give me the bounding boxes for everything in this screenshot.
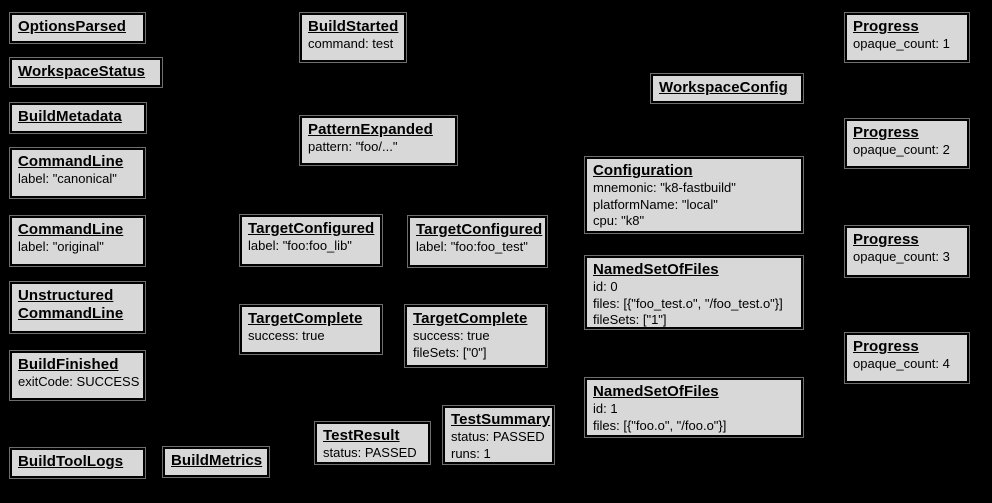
node-property: opaque_count: 2 [853, 142, 950, 157]
node-property: fileSets: ["0"] [413, 344, 487, 360]
node-title: Progress [853, 338, 919, 355]
node-title: NamedSetOfFiles [593, 261, 719, 278]
node-title: TargetComplete [413, 310, 528, 327]
node-title: BuildMetadata [18, 108, 122, 125]
node-options-parsed: OptionsParsed [10, 13, 145, 43]
node-title: TestSummary [451, 411, 551, 428]
node-property: pattern: "foo/..." [308, 139, 398, 154]
node-property: label: "foo:foo_lib" [248, 238, 352, 253]
node-property: exitCode: SUCCESS [18, 374, 140, 389]
node-title: BuildToolLogs [18, 453, 124, 470]
node-property: label: "canonical" [18, 171, 117, 186]
node-property: id: 0 [593, 279, 618, 294]
node-title: BuildMetrics [171, 452, 263, 469]
node-property: mnemonic: "k8-fastbuild" [593, 180, 736, 195]
node-title: Configuration [593, 162, 693, 179]
node-build-metrics: BuildMetrics [163, 447, 269, 477]
node-property: platformName: "local" [593, 196, 718, 212]
node-property: opaque_count: 4 [853, 356, 950, 371]
node-unstructured-command-line: Unstructured CommandLine [10, 282, 145, 333]
node-workspace-config: WorkspaceConfig [651, 74, 803, 103]
node-title: TargetComplete [248, 310, 363, 327]
node-property: label: "foo:foo_test" [416, 239, 528, 254]
node-title: OptionsParsed [18, 18, 126, 35]
node-property: label: "original" [18, 239, 104, 254]
node-title: NamedSetOfFiles [593, 383, 719, 400]
node-property: opaque_count: 3 [853, 249, 950, 264]
node-title: WorkspaceConfig [659, 79, 788, 96]
node-property: fileSets: ["1"] [593, 312, 667, 327]
node-title: Progress [853, 18, 919, 35]
node-property: status: PASSED [451, 429, 545, 444]
node-title: Progress [853, 124, 919, 141]
node-title: TargetConfigured [416, 221, 543, 238]
node-title: WorkspaceStatus [18, 63, 146, 80]
node-title: TestResult [323, 427, 400, 444]
node-title: Unstructured CommandLine [18, 287, 124, 322]
node-property: runs: 1 [451, 445, 491, 461]
node-title: BuildStarted [308, 18, 399, 35]
node-property: success: true [413, 328, 490, 343]
node-workspace-status: WorkspaceStatus [10, 58, 162, 87]
node-title: BuildFinished [18, 356, 119, 373]
node-property: opaque_count: 1 [853, 36, 950, 51]
node-title: TargetConfigured [248, 220, 375, 237]
node-property: status: PASSED [323, 445, 417, 460]
node-title: CommandLine [18, 221, 124, 238]
node-build-metadata: BuildMetadata [10, 103, 146, 133]
node-property: files: [{"foo_test.o", "/foo_test.o"}] [593, 295, 783, 311]
node-title: CommandLine [18, 153, 124, 170]
node-property: command: test [308, 36, 394, 51]
node-title: Progress [853, 231, 919, 248]
node-title: PatternExpanded [308, 121, 433, 138]
node-property: cpu: "k8" [593, 213, 645, 228]
node-build-tool-logs: BuildToolLogs [10, 448, 145, 478]
node-property: files: [{"foo.o", "/foo.o"}] [593, 417, 727, 433]
node-property: id: 1 [593, 401, 618, 416]
node-property: success: true [248, 328, 325, 343]
